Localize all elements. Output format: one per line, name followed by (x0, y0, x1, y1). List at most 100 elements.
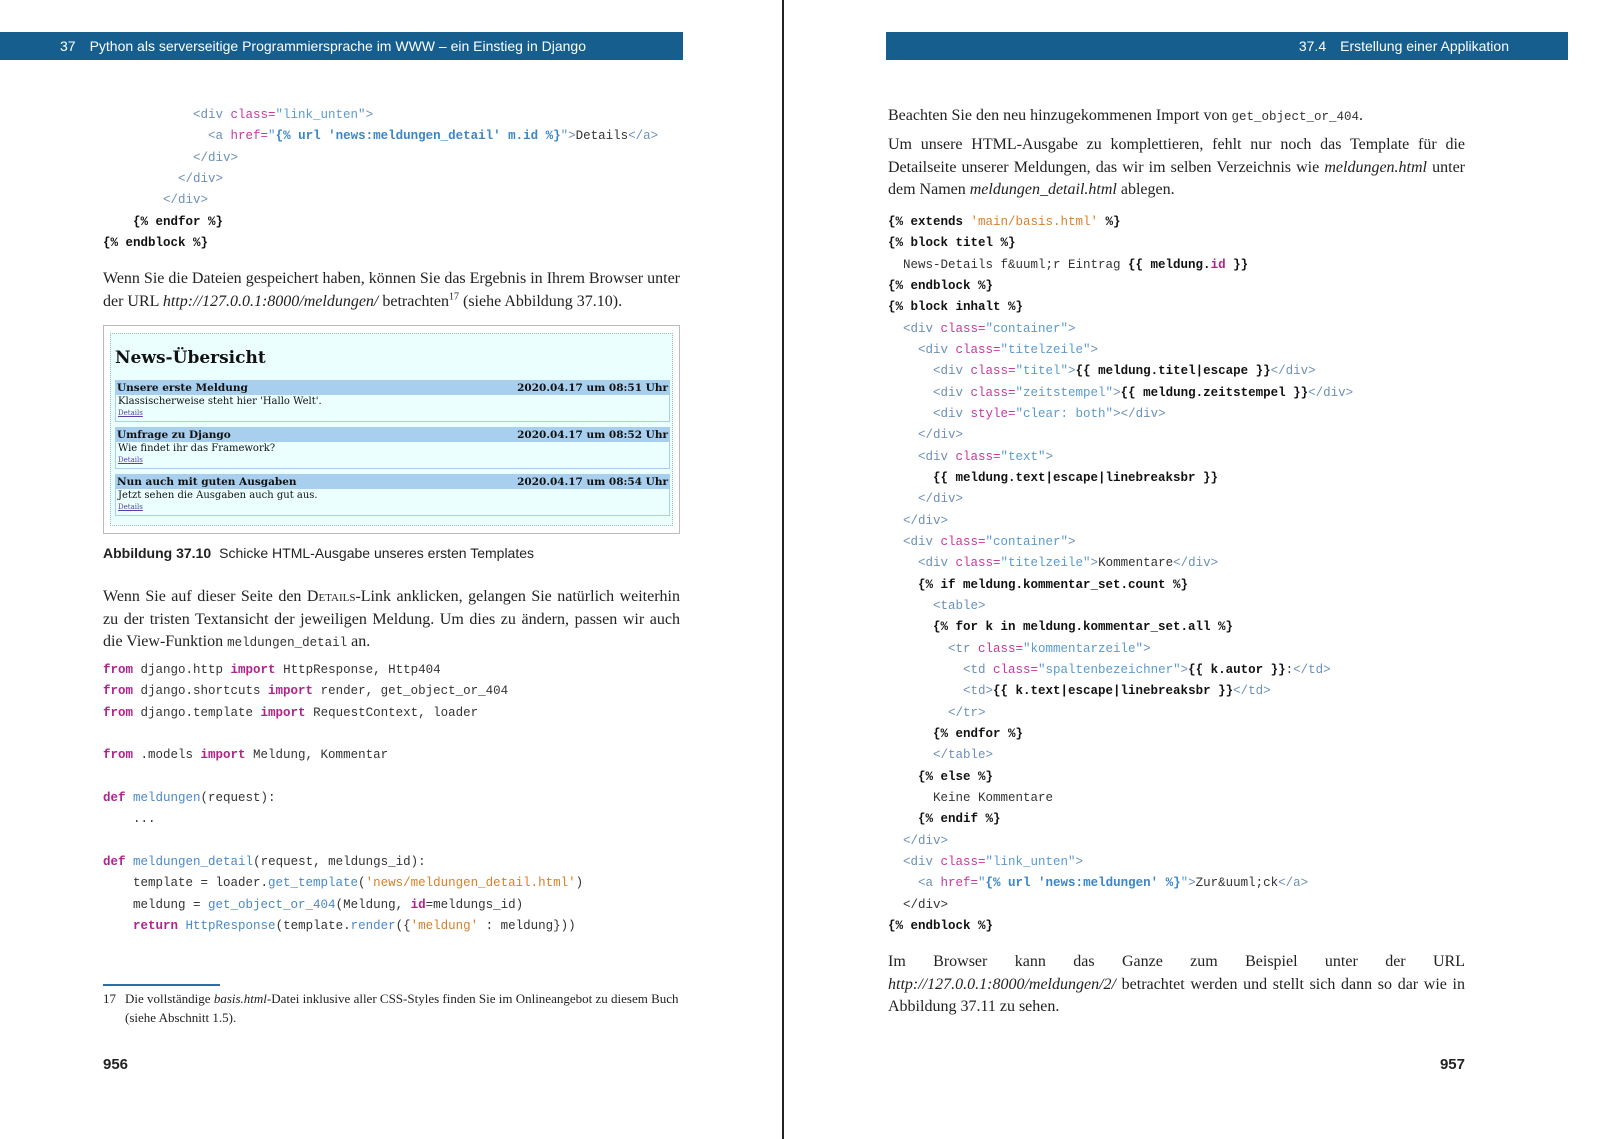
code-line: <a href="{% url 'news:meldungen' %}">Zur… (888, 873, 1353, 894)
code-line: News-Details f&uuml;r Eintrag {{ meldung… (888, 255, 1353, 276)
paragraph-browser-url: Wenn Sie die Dateien gespeichert haben, … (103, 268, 680, 313)
code-token: {% endfor %} (103, 214, 224, 229)
text-run: Im Browser kann das Ganze zum Beispiel u… (888, 953, 1465, 970)
code-token: {{ k.autor }} (1188, 662, 1286, 677)
code-token: .models (133, 748, 201, 763)
code-token: django.http (133, 663, 231, 677)
code-token: > (1113, 385, 1121, 400)
code-token: style= (970, 406, 1016, 421)
code-token: Meldung, Kommentar (245, 748, 389, 763)
code-line: ... (103, 809, 583, 830)
code-token: HttpResponse (185, 918, 276, 933)
code-line: Keine Kommentare (888, 788, 1353, 809)
code-line: <div class="zeitstempel">{{ meldung.zeit… (888, 383, 1353, 404)
code-token: =meldungs_id) (425, 897, 524, 912)
code-line: </div> (888, 511, 1353, 532)
code-token: {% else %} (888, 769, 994, 784)
code-token: def (103, 854, 126, 869)
code-line: {% block inhalt %} (888, 297, 1353, 318)
code-token: </div> (888, 897, 949, 912)
code-token: "container" (985, 534, 1069, 549)
code-token: {% endblock %} (888, 918, 994, 933)
code-token: {{ meldung.zeitstempel }} (1120, 385, 1309, 400)
code-token: import (200, 748, 246, 763)
code-token: <td> (888, 684, 994, 699)
code-token: "text" (1000, 449, 1046, 464)
code-token: ... (103, 812, 156, 827)
code-line: {% endfor %} (103, 212, 658, 233)
code-token: <div (888, 406, 971, 421)
code-token: <td (888, 662, 994, 677)
code-token: "clear: both" (1015, 406, 1114, 421)
code-line: {% endblock %} (103, 233, 658, 254)
code-line: <td class="spaltenbezeichner">{{ k.autor… (888, 660, 1353, 681)
code-token: "titelzeile" (1000, 342, 1091, 357)
code-token: Kommentare (1098, 556, 1174, 571)
code-token: id (1210, 257, 1226, 272)
code-token: meldungen (133, 790, 201, 805)
code-token: </td> (1233, 684, 1271, 699)
footnote-rule (103, 984, 220, 986)
news-item-details-link[interactable]: Details (118, 409, 143, 417)
code-token: <div (888, 449, 956, 464)
code-token: {% for k in meldung.kommentar_set.all %} (888, 620, 1234, 635)
code-token: <div (888, 854, 941, 869)
news-item-text: Jetzt sehen die Ausgaben auch gut aus. (118, 490, 318, 501)
code-token: > (568, 129, 576, 144)
code-line: </tr> (888, 703, 1353, 724)
code-token: {% block inhalt %} (888, 300, 1024, 315)
code-token: : meldung})) (478, 918, 576, 933)
code-token: <div (888, 385, 971, 400)
code-token: </a> (628, 129, 659, 144)
code-token: </div> (1308, 385, 1354, 400)
code-line: return HttpResponse(template.render({'me… (103, 916, 583, 937)
paragraph-details-link: Wenn Sie auf dieser Seite den Details-Li… (103, 586, 680, 655)
code-token: </td> (1293, 662, 1331, 677)
code-token: {% if meldung.kommentar_set.count %} (888, 577, 1189, 592)
code-line: <div class="link_unten"> (888, 852, 1353, 873)
code-token: </div> (103, 150, 239, 165)
code-token: News-Details f&uuml;r Eintrag (888, 257, 1129, 272)
code-token (126, 855, 134, 869)
news-item-details-link[interactable]: Details (118, 456, 143, 464)
text-run: (siehe Abbildung 37.10). (459, 292, 623, 310)
code-token: class= (955, 342, 1001, 357)
code-line: </div> (888, 895, 1353, 916)
code-token: "container" (985, 321, 1069, 336)
code-token: <tr (888, 641, 979, 656)
news-item-details-link[interactable]: Details (118, 503, 143, 511)
code-token: > (1180, 662, 1189, 677)
caption-label: Abbildung 37.10 (103, 545, 212, 561)
text-run: Um unsere HTML-Ausgabe zu komplettieren,… (888, 136, 1465, 176)
text-run: Beachten Sie den neu hinzugekommenen Imp… (888, 107, 1232, 124)
code-line: <div class="titel">{{ meldung.titel|esca… (888, 361, 1353, 382)
code-token: from (103, 663, 134, 677)
code-token: <div (103, 108, 231, 122)
code-token: {{ meldung.titel|escape }} (1075, 364, 1271, 379)
italic-text: basis.html (213, 991, 267, 1006)
inline-code: get_object_or_404 (1231, 110, 1359, 124)
code-token: "link_unten" (275, 108, 366, 122)
code-token: : (1285, 662, 1294, 677)
code-line: {% extends 'main/basis.html' %} (888, 212, 1353, 233)
code-token: (request): (200, 790, 276, 805)
code-token: 'meldung' (410, 918, 479, 933)
code-token: <div (888, 364, 971, 379)
code-token: meldung = (103, 897, 209, 912)
code-token: django.shortcuts (133, 684, 269, 699)
code-token: "spaltenbezeichner" (1038, 662, 1181, 677)
code-token: > (1188, 876, 1196, 891)
code-token: <a (888, 876, 941, 891)
text-run: an. (347, 633, 371, 650)
text-run: betrachtet werden und stellt sich dann s… (888, 975, 1465, 1016)
code-token: {% extends (888, 215, 971, 229)
code-line: <td>{{ k.text|escape|linebreaksbr }}</td… (888, 681, 1353, 702)
code-line: {{ meldung.text|escape|linebreaksbr }} (888, 468, 1353, 489)
code-token: (Meldung, (335, 897, 411, 912)
code-token: <div (888, 321, 941, 336)
code-block-views-python: from django.http import HttpResponse, Ht… (103, 660, 583, 937)
page-number-right: 957 (1439, 1056, 1465, 1073)
code-token: django.template (133, 705, 261, 720)
